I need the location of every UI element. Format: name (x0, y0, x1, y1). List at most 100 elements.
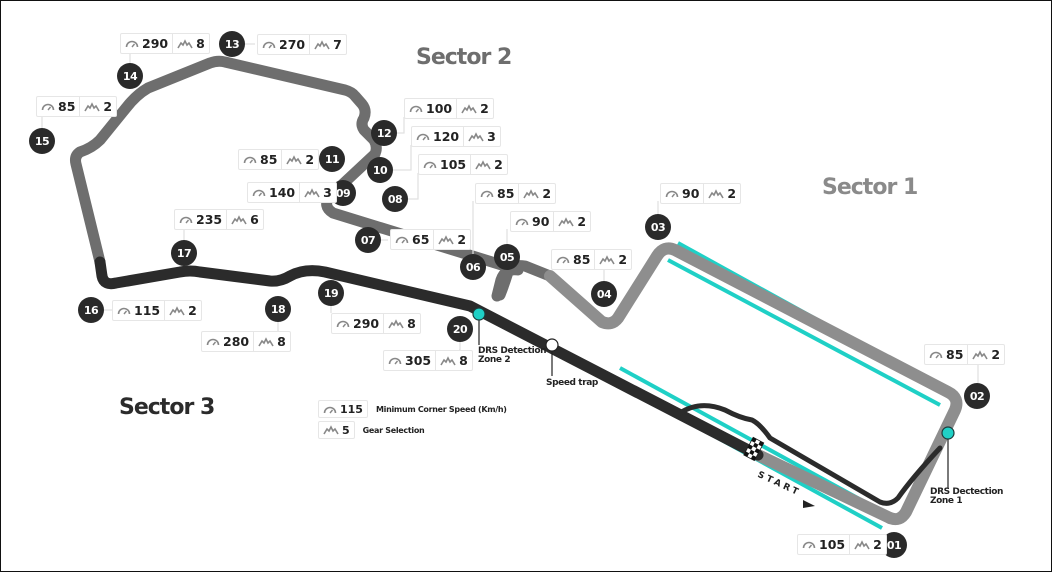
corner-gear: 6 (226, 210, 263, 229)
corner-speed: 140 (248, 183, 299, 202)
speedometer-icon (243, 156, 257, 164)
speedometer-icon (323, 406, 337, 413)
speedometer-icon (41, 103, 55, 111)
corner-info-06: 85 2 (475, 183, 557, 204)
corner-speed-value: 85 (573, 252, 591, 267)
speedometer-icon (336, 320, 350, 328)
gear-icon (972, 349, 989, 359)
gear-icon (708, 188, 725, 198)
corner-gear-value: 2 (542, 186, 552, 201)
legend-speed-sample: 115 (318, 400, 368, 418)
corner-speed-value: 85 (260, 152, 278, 167)
corner-gear: 2 (594, 250, 631, 269)
legend-gear-value: 5 (342, 423, 350, 437)
corner-gear-value: 3 (323, 185, 332, 200)
speedometer-icon (515, 218, 529, 226)
corner-badge-20: 20 (447, 316, 473, 342)
speedometer-icon (416, 133, 430, 141)
legend-gear: 5 Gear Selection (318, 421, 425, 439)
corner-speed: 290 (332, 314, 383, 333)
gear-icon (231, 214, 247, 224)
corner-gear-value: 2 (480, 101, 489, 116)
corner-gear: 2 (518, 184, 555, 203)
legend-speed-text: Minimum Corner Speed (Km/h) (375, 404, 507, 414)
corner-speed: 105 (419, 155, 470, 174)
drs-detection-2-marker (472, 307, 486, 321)
drs-detection-1-marker (941, 426, 955, 440)
corner-gear-value: 8 (196, 36, 205, 51)
track-sector-2 (70, 55, 524, 302)
corner-speed: 270 (258, 35, 309, 54)
leader-20 (459, 342, 461, 351)
legend-speed-value: 115 (340, 402, 363, 416)
gear-icon (84, 101, 101, 111)
corner-gear-value: 2 (577, 214, 587, 229)
corner-badge-10: 10 (367, 157, 393, 183)
gear-icon (475, 159, 491, 169)
gear-icon (558, 216, 575, 226)
gear-icon (438, 234, 455, 244)
speedometer-icon (388, 357, 402, 365)
speedometer-icon (665, 190, 679, 198)
corner-speed-value: 290 (142, 36, 169, 51)
corner-gear: 7 (309, 35, 346, 54)
gear-icon (461, 103, 477, 113)
corner-badge-04: 04 (591, 281, 617, 307)
pit-lane (677, 403, 943, 506)
corner-info-09: 140 3 (247, 182, 337, 203)
speedometer-icon (179, 216, 193, 224)
corner-info-12: 100 2 (404, 98, 494, 119)
corner-speed: 85 (476, 184, 518, 203)
corner-speed: 280 (202, 332, 253, 351)
corner-gear: 8 (172, 34, 209, 53)
corner-badge-17: 17 (171, 240, 197, 266)
corner-badge-18: 18 (265, 296, 291, 322)
speed-trap-label: Speed trap (546, 378, 598, 388)
drs-detection-zone-1-label: DRS Dectection Zone 1 (930, 487, 1004, 506)
corner-speed: 305 (384, 351, 435, 370)
corner-speed: 235 (175, 210, 226, 229)
corner-gear: 3 (299, 183, 336, 202)
gear-icon (323, 425, 339, 435)
corner-badge-06: 06 (460, 254, 486, 280)
corner-info-03: 90 2 (660, 183, 742, 204)
corner-speed: 90 (661, 184, 703, 203)
speedometer-icon (125, 40, 139, 48)
corner-speed: 100 (405, 99, 456, 118)
corner-gear: 2 (967, 345, 1004, 364)
corner-speed: 85 (239, 150, 281, 169)
corner-speed-value: 85 (497, 186, 515, 201)
corner-badge-07: 07 (355, 227, 381, 253)
corner-speed-value: 90 (682, 186, 700, 201)
corner-speed: 115 (113, 301, 164, 320)
start-direction-arrow (803, 500, 815, 508)
corner-speed-value: 140 (269, 185, 296, 200)
corner-speed-value: 120 (433, 129, 460, 144)
start-finish-line (743, 436, 765, 462)
track-start-straight (752, 449, 896, 524)
corner-speed-value: 115 (134, 303, 161, 318)
corner-gear: 2 (553, 212, 590, 231)
corner-gear: 2 (456, 99, 493, 118)
speedometer-icon (252, 189, 266, 197)
corner-speed: 290 (121, 34, 172, 53)
speedometer-icon (395, 236, 409, 244)
speedometer-icon (802, 541, 816, 549)
corner-gear-value: 2 (991, 347, 1001, 362)
corner-badge-15: 15 (29, 128, 55, 154)
corner-speed-value: 290 (353, 316, 380, 331)
corner-gear: 2 (849, 535, 886, 554)
sector-1-label: Sector 1 (822, 175, 918, 200)
drs-detection-zone-2-label: DRS Detection Zone 2 (478, 346, 547, 365)
corner-badge-13: 13 (219, 31, 245, 57)
corner-leaders (41, 43, 979, 546)
corner-gear-value: 2 (727, 186, 737, 201)
corner-speed-value: 270 (279, 37, 306, 52)
